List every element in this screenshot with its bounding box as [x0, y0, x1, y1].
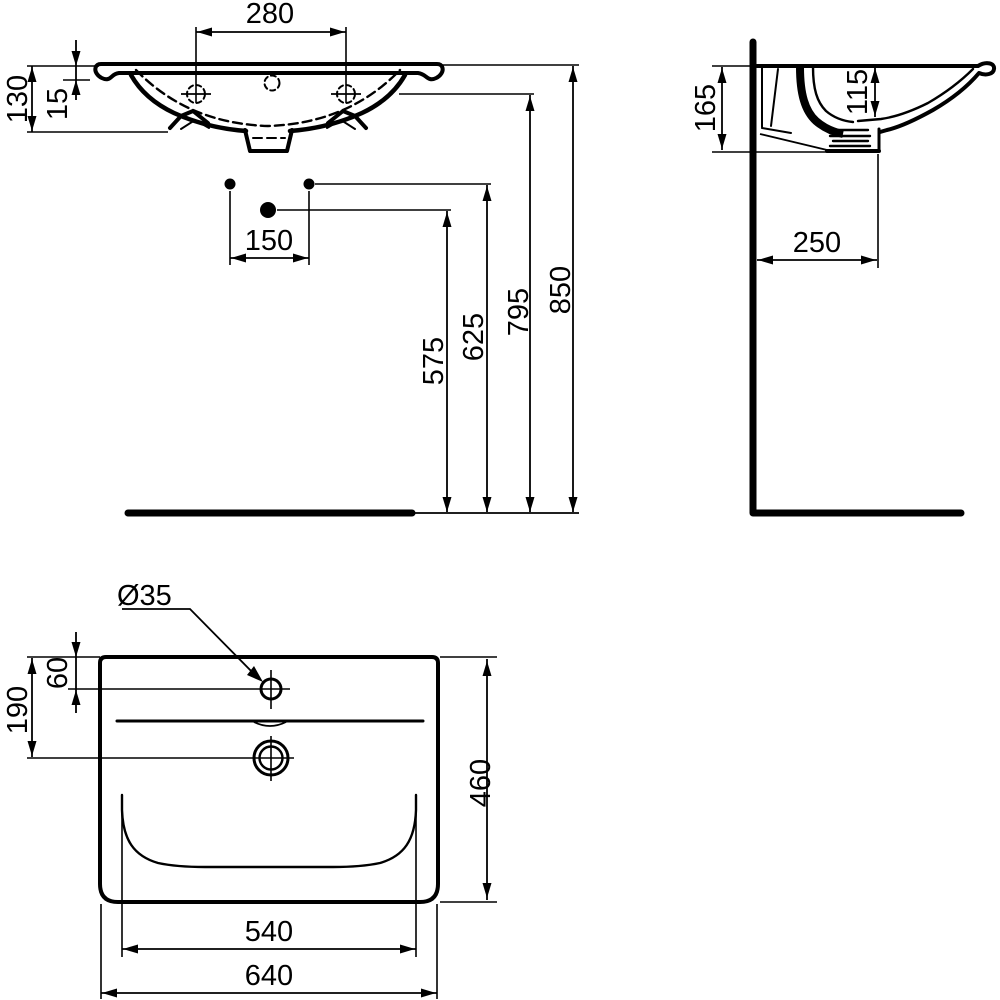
arrowhead: [231, 253, 246, 263]
bowl-back-wall: [796, 66, 844, 138]
arrowhead: [870, 68, 880, 83]
arrowhead: [400, 944, 415, 954]
bowl-back-inner-edge: [811, 65, 855, 124]
overflow-detail-right: [326, 109, 368, 130]
overflow-detail-left-inner: [180, 118, 210, 130]
arrowhead: [568, 67, 578, 82]
arrowhead: [27, 741, 37, 756]
arrowhead: [123, 944, 138, 954]
dim-label-850: 850: [545, 266, 577, 314]
arrowhead: [482, 661, 492, 676]
trap-outlet-point: [260, 202, 276, 218]
arrowhead: [525, 497, 535, 512]
overflow-detail-right-inner: [326, 118, 356, 130]
arrowhead: [442, 497, 452, 512]
arrowhead: [27, 67, 37, 82]
arrowhead: [27, 659, 37, 674]
wall-and-floor-line: [749, 38, 965, 517]
dim-label-130: 130: [2, 75, 34, 123]
fixing-hole-left: [224, 178, 236, 190]
arrowhead: [330, 27, 345, 37]
arrowhead: [717, 134, 727, 149]
dim-label-190: 190: [2, 686, 34, 734]
basin-profile-outline: [755, 61, 997, 134]
deck-edge-notch: [253, 721, 287, 727]
drain-spout: [243, 128, 294, 153]
bracket-line: [761, 127, 792, 134]
bowl-inner-profile: [856, 67, 975, 123]
basin-rim-outline: [93, 62, 445, 82]
dim-label-60: 60: [42, 657, 74, 689]
bracket-line: [770, 68, 779, 127]
arrowhead: [482, 883, 492, 898]
side-view: 165 115 250: [690, 38, 997, 517]
basin-outline-top: [98, 655, 440, 904]
dim-label-150: 150: [245, 225, 293, 257]
dim-label-250: 250: [793, 227, 841, 259]
arrowhead: [568, 497, 578, 512]
dim-label-540: 540: [245, 916, 293, 948]
arrowhead: [482, 186, 492, 201]
arrowhead: [717, 68, 727, 83]
arrowhead: [71, 51, 81, 66]
dim-label-640: 640: [245, 960, 293, 992]
arrowhead: [71, 80, 81, 95]
arrowhead: [71, 642, 81, 657]
dim-label-diameter-35: Ø35: [117, 580, 172, 612]
arrowhead: [197, 27, 212, 37]
dim-label-795: 795: [503, 288, 535, 336]
bowl-outline-top: [120, 793, 418, 869]
basin-apron-left: [128, 72, 249, 134]
dim-label-115: 115: [842, 69, 874, 115]
arrowhead: [482, 497, 492, 512]
fixing-hole-right: [303, 178, 315, 190]
dim-label-15: 15: [42, 88, 74, 120]
arrowhead: [27, 116, 37, 131]
arrowhead: [421, 988, 436, 998]
arrowhead: [870, 101, 880, 116]
leader-line: [122, 608, 259, 679]
dim-label-165: 165: [690, 84, 722, 132]
dim-label-280: 280: [246, 0, 294, 30]
arrowhead: [525, 96, 535, 111]
top-view: Ø35 60 190 460 540 640: [2, 580, 497, 999]
arrowhead: [71, 690, 81, 705]
overflow-detail-left: [168, 109, 210, 130]
arrowhead: [102, 988, 117, 998]
front-view: 280 130 15 150: [2, 0, 579, 517]
arrowhead: [861, 255, 876, 265]
arrowhead: [247, 666, 263, 682]
basin-underside-back-line: [759, 133, 828, 151]
arrowhead: [758, 255, 773, 265]
arrowhead: [442, 212, 452, 227]
bowl-hidden-arc: [134, 68, 402, 128]
dim-label-460: 460: [465, 759, 497, 807]
arrowhead: [293, 253, 308, 263]
center-tap-hole: [263, 74, 281, 92]
dim-label-625: 625: [458, 313, 490, 361]
dim-label-575: 575: [418, 337, 450, 385]
basin-apron-right: [287, 72, 408, 134]
